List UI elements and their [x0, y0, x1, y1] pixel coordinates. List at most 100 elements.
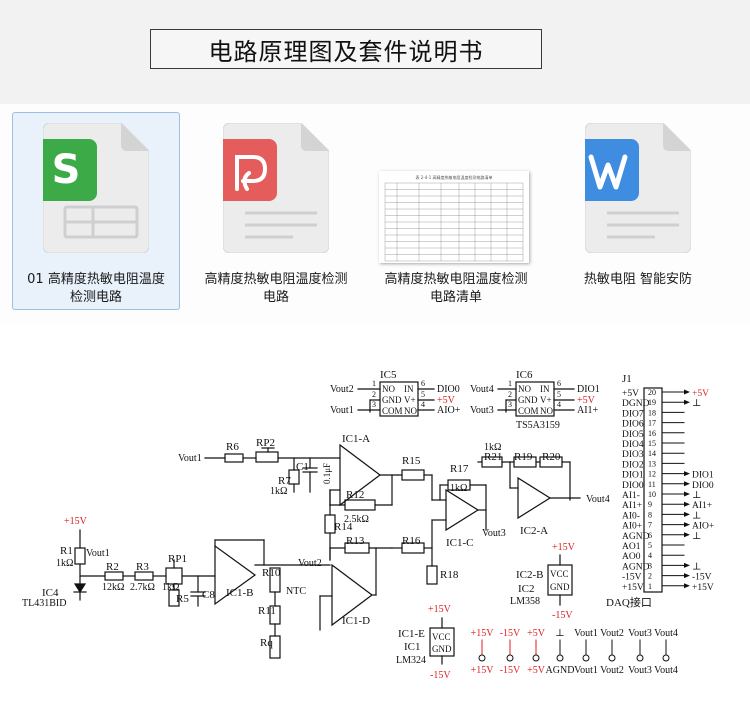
ic1-label: IC1 — [404, 641, 421, 653]
j1-pin-name: AI0- — [622, 511, 640, 521]
r17-value: 1kΩ — [450, 483, 467, 494]
ic6-pin-num: 4 — [557, 400, 561, 409]
ic6-pin: NO — [518, 384, 531, 394]
ic6-pin-num: 3 — [508, 400, 512, 409]
ic1d-label: IC1-D — [342, 615, 370, 627]
ic6-pin-num: 6 — [557, 379, 561, 388]
r12-value: 2.5kΩ — [344, 514, 369, 525]
ic6-chip — [515, 381, 555, 417]
ic6-pin-num: 1 — [508, 379, 512, 388]
net-label: +5V — [692, 389, 709, 399]
ic1e-label: IC1-E — [398, 628, 425, 640]
terminal-top-label: Vout2 — [600, 628, 624, 639]
rp1-value: 1kΩ — [162, 582, 179, 593]
j1-arrow — [684, 481, 690, 487]
r17-label: R17 — [450, 463, 469, 475]
r16-label: R16 — [402, 535, 421, 547]
j1-pin-name: DIO7 — [622, 409, 644, 419]
terminal-bottom-label: Vout4 — [654, 665, 678, 676]
file-name: 高精度热敏电阻温度检测电路 — [204, 272, 348, 305]
j1-pin-name: AI1+ — [622, 501, 642, 511]
net-label: Vout3 — [470, 405, 494, 416]
terminal-pad — [478, 654, 486, 662]
r11-label: R11 — [258, 605, 276, 617]
r20-label: R20 — [542, 451, 561, 463]
ic2-vcc: VCC — [550, 569, 569, 579]
j1-pin-num: 10 — [648, 490, 656, 499]
rq-label: Rq — [260, 637, 273, 649]
page-title: 电路原理图及套件说明书 — [150, 29, 542, 69]
r10-label: R10 — [262, 567, 281, 579]
terminal-top-label: Vout3 — [628, 628, 652, 639]
ic5-pin: GND — [382, 395, 402, 405]
j1-pin-num: 14 — [648, 449, 656, 458]
terminal-top-label: +5V — [527, 628, 546, 639]
ic6-pin: IN — [540, 384, 550, 394]
file-item-security-doc[interactable]: 热敏电阻 智能安防 — [554, 112, 722, 310]
j1-pin-name: DIO3 — [622, 450, 644, 460]
ic5-chip — [379, 381, 419, 417]
ic6-pin: NO — [540, 406, 553, 416]
j1-pin-num: 17 — [648, 419, 656, 428]
terminal-bottom-label: +5V — [527, 665, 546, 676]
j1-arrow — [684, 532, 690, 538]
net-label: Vout1 — [86, 548, 110, 559]
j1-arrow — [684, 562, 690, 568]
net-label: Vout3 — [482, 528, 506, 539]
net-label: -15V — [552, 610, 573, 621]
net-label: +15V — [552, 542, 576, 553]
net-label: Vout4 — [470, 384, 494, 395]
r7-label: R7 — [278, 475, 291, 487]
j1-arrow — [684, 522, 690, 528]
j1-pin-num: 7 — [648, 521, 652, 530]
ic2-label: IC2 — [518, 583, 535, 595]
j1-arrow — [684, 471, 690, 477]
terminal-top-label: ⊥ — [555, 628, 564, 639]
ic2a-label: IC2-A — [520, 525, 548, 537]
j1-pin-num: 11 — [648, 480, 656, 489]
ic6-pin-num: 2 — [508, 390, 512, 399]
ic4-part: TL431BID — [22, 598, 66, 609]
j1-pin-num: 6 — [648, 531, 652, 540]
j1-pin-num: 8 — [648, 510, 652, 519]
net-label: AIO+ — [692, 522, 714, 532]
j1-pin-num: 4 — [648, 551, 652, 560]
j1-pin-name: AO1 — [622, 542, 641, 552]
c8-label: C8 — [202, 589, 215, 601]
terminal-bottom-label: Vout2 — [600, 665, 624, 676]
file-item-circuit-xls[interactable]: S 01 高精度热敏电阻温度检测电路 — [12, 112, 180, 310]
r3-label: R3 — [136, 561, 149, 573]
net-label: DIO0 — [437, 384, 460, 395]
net-label: AI1+ — [692, 501, 712, 511]
j1-pin-num: 9 — [648, 500, 652, 509]
file-item-circuit-pdf[interactable]: 高精度热敏电阻温度检测电路 — [192, 112, 360, 310]
ic6-part: TS5A3159 — [516, 420, 560, 431]
ic1b-label: IC1-B — [226, 587, 254, 599]
r2-label: R2 — [106, 561, 119, 573]
j1-pin-name: DIO1 — [622, 471, 644, 481]
net-label: +5V — [577, 395, 596, 406]
terminal-pad — [532, 654, 540, 662]
j1-pin-name: AGND — [622, 532, 650, 542]
ic2b-label: IC2-B — [516, 569, 544, 581]
ic5-pin: NO — [404, 406, 417, 416]
terminal-pad — [662, 654, 670, 662]
rp1-label: RP1 — [168, 553, 187, 565]
r15-label: R15 — [402, 455, 421, 467]
r7-value: 1kΩ — [270, 486, 287, 497]
j1-pin-name: -15V — [622, 573, 642, 583]
ic5-pin-num: 6 — [421, 379, 425, 388]
terminal-bottom-label: Vout3 — [628, 665, 652, 676]
ground-symbol: ⊥ — [692, 490, 701, 501]
ic5-pin-num: 4 — [421, 400, 425, 409]
power-terminal-row: +15V+15V-15V-15V+5V+5V⊥AGNDVout1Vout1Vou… — [471, 628, 678, 676]
r1-value: 1kΩ — [56, 558, 73, 569]
ic6-pin-num: 5 — [557, 390, 561, 399]
file-item-parts-list[interactable]: 表 2-4-1 高精度热敏电阻温度检测电路清单 高精度热敏电阻温度检测电路清单 — [372, 112, 540, 310]
j1-pin-name: +5V — [622, 389, 639, 399]
document-thumbnail: 表 2-4-1 高精度热敏电阻温度检测电路清单 — [379, 171, 529, 263]
ic1c-label: IC1-C — [446, 537, 474, 549]
ic5-pin: COM — [382, 406, 403, 416]
terminal-bottom-label: -15V — [500, 665, 521, 676]
